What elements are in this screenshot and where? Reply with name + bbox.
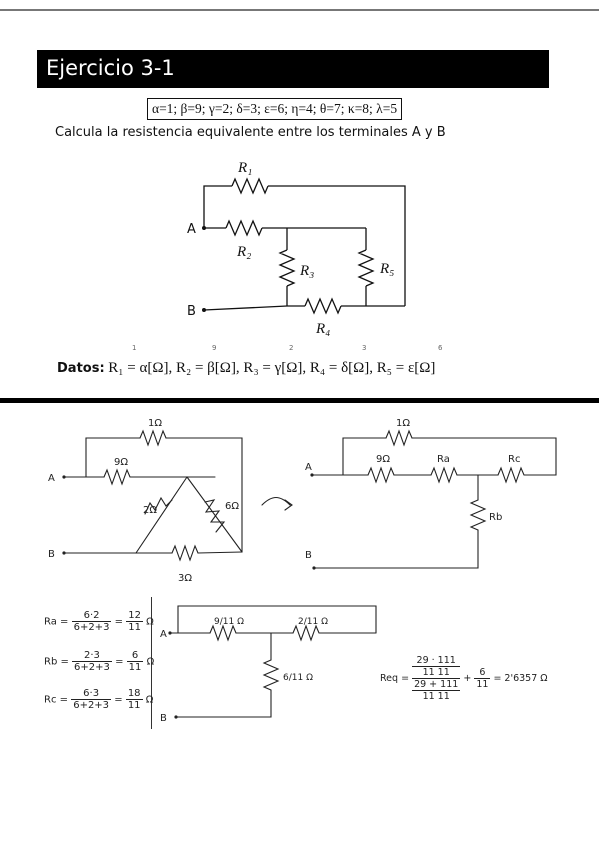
d1-label-bottom: 3Ω (178, 573, 192, 584)
d1-label-r2: 9Ω (114, 457, 128, 468)
datos-line: Datos: R₁ = α[Ω], R₂ = β[Ω], R₃ = γ[Ω], … (57, 360, 435, 377)
transform-arrow (261, 496, 293, 511)
instruction-text: Calcula la resistencia equivalente entre… (55, 125, 446, 140)
d3-label-1: 9/11 Ω (214, 617, 244, 627)
d3-label-3: 6/11 Ω (283, 673, 313, 683)
d1-resistor-top (139, 429, 167, 447)
mark-gamma: 2 (289, 344, 293, 352)
d2-resistor-9 (430, 466, 458, 484)
label-r4: R₄ (315, 321, 330, 337)
d2-resistor-rc (497, 466, 538, 484)
d1-label-a: A (48, 473, 55, 484)
datos-label: Datos: (57, 361, 105, 376)
title-bar: Ejercicio 3-1 (37, 50, 549, 88)
datos-equations: R₁ = α[Ω], R₂ = β[Ω], R₃ = γ[Ω], R₄ = δ[… (108, 360, 436, 376)
d2-resistor-ra (367, 466, 395, 484)
d1-resistor-bottom (171, 544, 199, 562)
d2-label-a: A (305, 462, 312, 473)
d3-resistor-2 (292, 624, 377, 642)
calc-separator (151, 597, 152, 729)
mark-epsilon: 6 (438, 344, 443, 352)
d2-label-ra: Ra (437, 454, 450, 465)
d1-resistor-right (204, 499, 226, 533)
d2-label-rc: Rc (508, 454, 520, 465)
mark-beta: 9 (212, 344, 216, 352)
resistor-r5 (357, 249, 375, 287)
page-top-line (0, 9, 599, 11)
d3-resistor-1 (209, 624, 237, 642)
d1-label-b: B (48, 549, 55, 560)
resistor-r2 (225, 219, 263, 237)
d1-resistor-r2 (103, 468, 137, 486)
terminal-a-dot (202, 226, 206, 230)
d2-label-top: 1Ω (396, 418, 410, 429)
d2-resistor-rb (469, 499, 487, 531)
d2-label-rb: Rb (489, 512, 502, 523)
label-terminal-a: A (187, 222, 196, 237)
terminal-b-dot (202, 308, 206, 312)
mark-delta: 3 (362, 344, 366, 352)
exercise-title: Ejercicio 3-1 (46, 56, 175, 80)
d2-label-9: 9Ω (376, 454, 390, 465)
d1-label-right: 6Ω (225, 501, 239, 512)
label-terminal-b: B (187, 304, 196, 319)
d3-label-b: B (160, 713, 167, 724)
resistor-r1 (231, 177, 269, 195)
d3-resistor-3 (262, 659, 280, 691)
label-r1: R₁ (237, 160, 252, 176)
parameters-box: α=1; β=9; γ=2; δ=3; ε=6; η=4; θ=7; κ=8; … (147, 98, 403, 120)
d2-resistor-top (385, 429, 413, 447)
section-divider (0, 398, 599, 403)
label-r2: R₂ (236, 244, 251, 260)
d1-resistor-left (144, 496, 173, 515)
label-r3: R₃ (299, 263, 314, 279)
d3-label-a: A (160, 629, 167, 640)
d2-label-b: B (305, 550, 312, 561)
resistor-r4 (304, 297, 342, 315)
d1-label-left: 2Ω (143, 505, 157, 516)
d1-label-top: 1Ω (148, 418, 162, 429)
d3-label-2: 2/11 Ω (298, 617, 328, 627)
label-r5: R₅ (379, 261, 394, 277)
resistor-r3 (278, 249, 296, 287)
mark-alpha: 1 (132, 344, 136, 352)
